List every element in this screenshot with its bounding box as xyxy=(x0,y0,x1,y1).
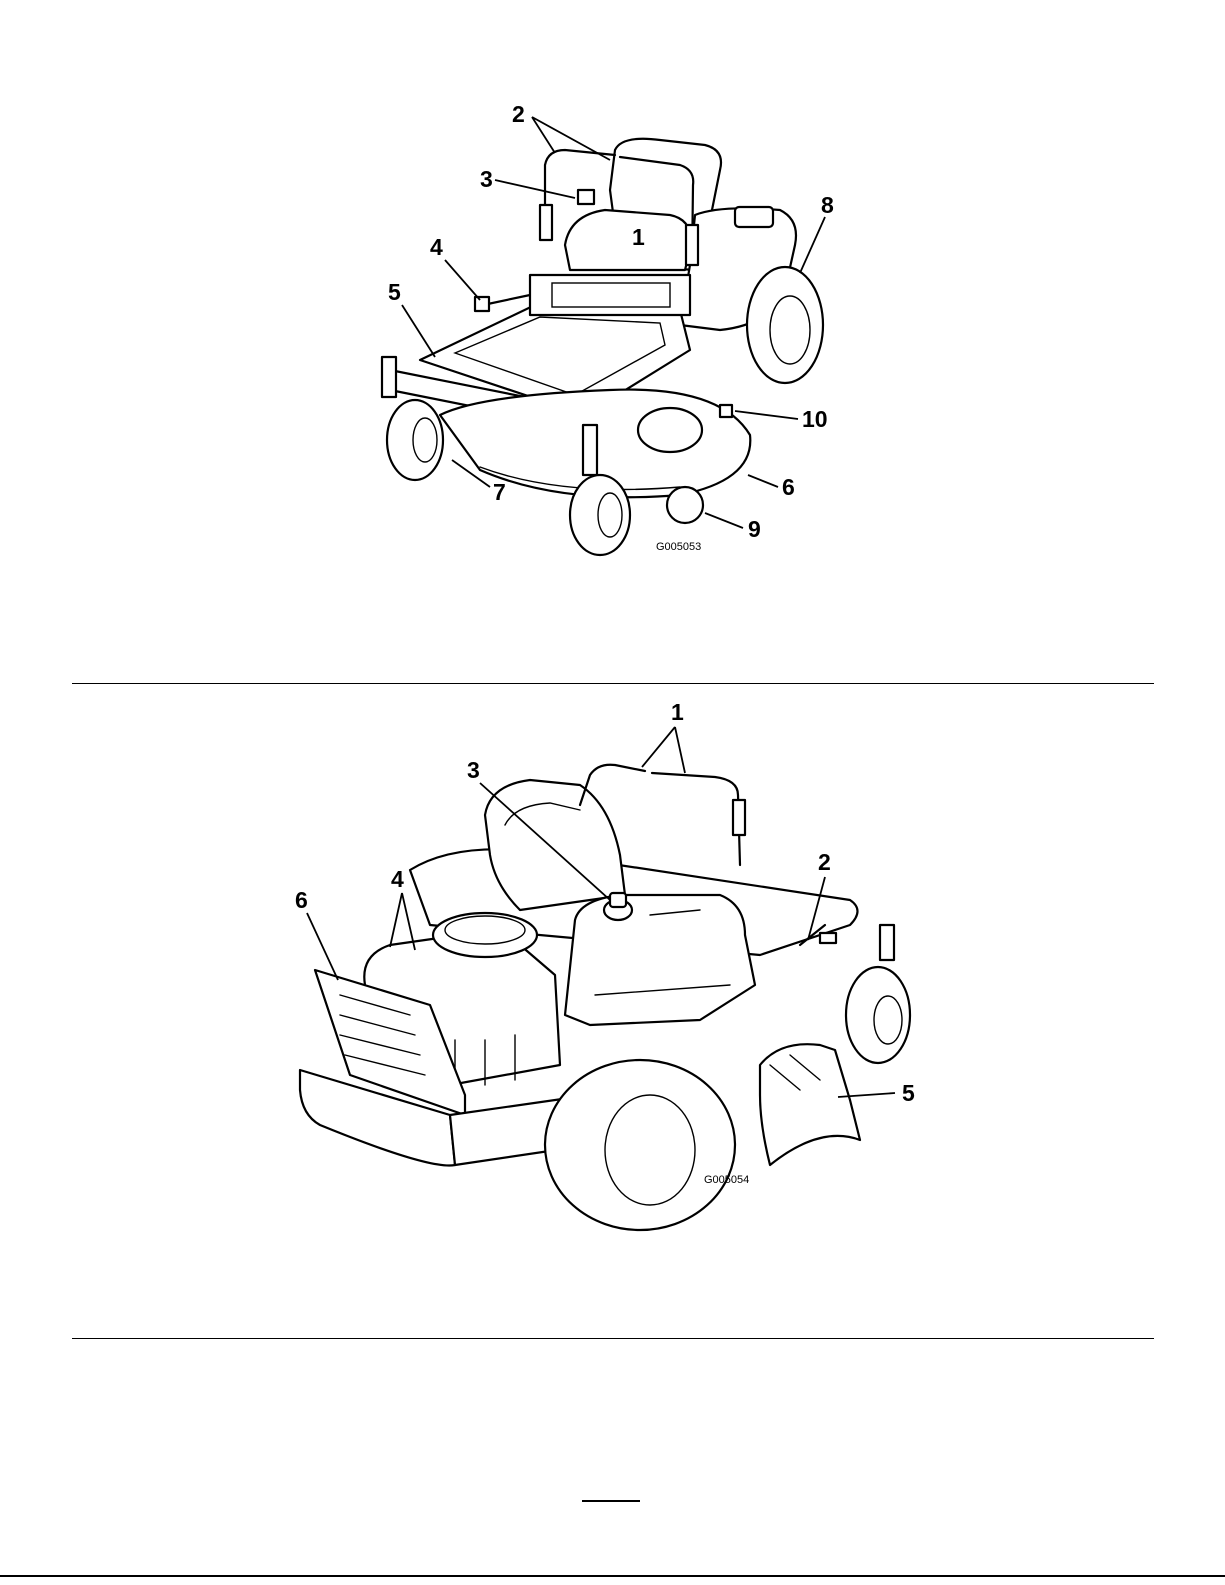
mower-front-view-illustration: 1 2 3 4 5 6 7 8 9 10 G005053 xyxy=(360,95,860,565)
figure-id: G005054 xyxy=(704,1174,749,1186)
page-bottom-rule xyxy=(0,1575,1225,1577)
callout-4: 4 xyxy=(391,866,404,892)
callout-6: 6 xyxy=(295,887,308,913)
callout-3: 3 xyxy=(480,166,493,192)
callout-5: 5 xyxy=(902,1080,915,1106)
figure-mower-rear: 1 2 3 4 5 6 G005054 xyxy=(290,695,940,1240)
callout-1: 1 xyxy=(671,699,684,725)
callout-2: 2 xyxy=(512,101,525,127)
callout-1: 1 xyxy=(632,224,645,250)
callout-9: 9 xyxy=(748,516,761,542)
page-number-underline xyxy=(582,1500,640,1502)
callout-7: 7 xyxy=(493,479,506,505)
callout-10: 10 xyxy=(802,406,828,432)
mower-rear-view-illustration: 1 2 3 4 5 6 G005054 xyxy=(290,695,940,1240)
callout-4: 4 xyxy=(430,234,443,260)
divider-top xyxy=(72,683,1154,684)
callout-8: 8 xyxy=(821,192,834,218)
callout-2: 2 xyxy=(818,849,831,875)
callout-6: 6 xyxy=(782,474,795,500)
figure-mower-front: 1 2 3 4 5 6 7 8 9 10 G005053 xyxy=(360,95,860,565)
callout-3: 3 xyxy=(467,757,480,783)
callout-5: 5 xyxy=(388,279,401,305)
figure-id: G005053 xyxy=(656,541,701,553)
divider-bottom xyxy=(72,1338,1154,1339)
